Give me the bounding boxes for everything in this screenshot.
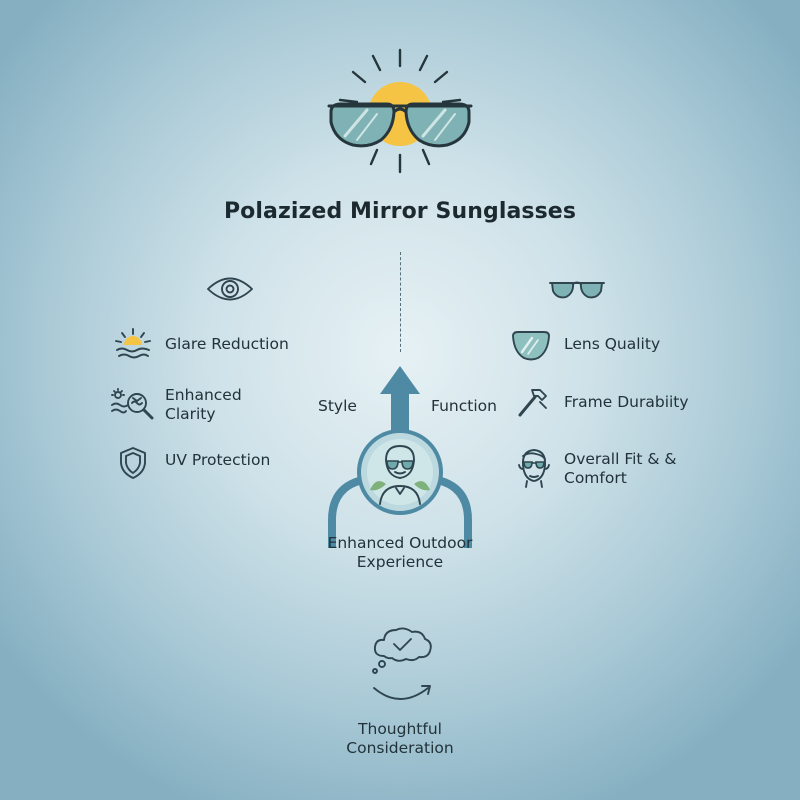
- lens-icon: [510, 330, 552, 362]
- function-label: Function: [431, 397, 497, 415]
- thoughtful-consideration-label: Thoughtful Consideration: [346, 720, 454, 757]
- feature-label-lens-quality: Lens Quality: [564, 335, 661, 353]
- page-title: Polazized Mirror Sunglasses: [223, 199, 577, 224]
- center-divider: [400, 252, 401, 352]
- hammer-icon: [516, 386, 550, 420]
- thought-check-icon: [362, 622, 442, 714]
- feature-label-enhanced-clarity: Enhanced Clarity: [165, 386, 242, 423]
- feature-label-frame-durability: Frame Durabiity: [564, 393, 689, 411]
- sun-sunglasses-icon: [325, 42, 475, 182]
- feature-label-uv-protection: UV Protection: [165, 451, 271, 469]
- sun-on-water-icon: [114, 328, 152, 362]
- eye-icon: [206, 274, 254, 304]
- magnifier-clarity-icon: [110, 388, 156, 422]
- sunglasses-icon: [549, 278, 605, 300]
- style-label: Style: [318, 397, 357, 415]
- face-sunglasses-icon: [516, 447, 552, 489]
- enhanced-outdoor-experience-label: Enhanced Outdoor Experience: [327, 534, 473, 571]
- feature-label-glare-reduction: Glare Reduction: [165, 335, 289, 353]
- person-sunglasses-icon: [356, 428, 444, 516]
- feature-label-overall-fit-comfort: Overall Fit & & Comfort: [564, 450, 677, 487]
- shield-icon: [118, 446, 148, 480]
